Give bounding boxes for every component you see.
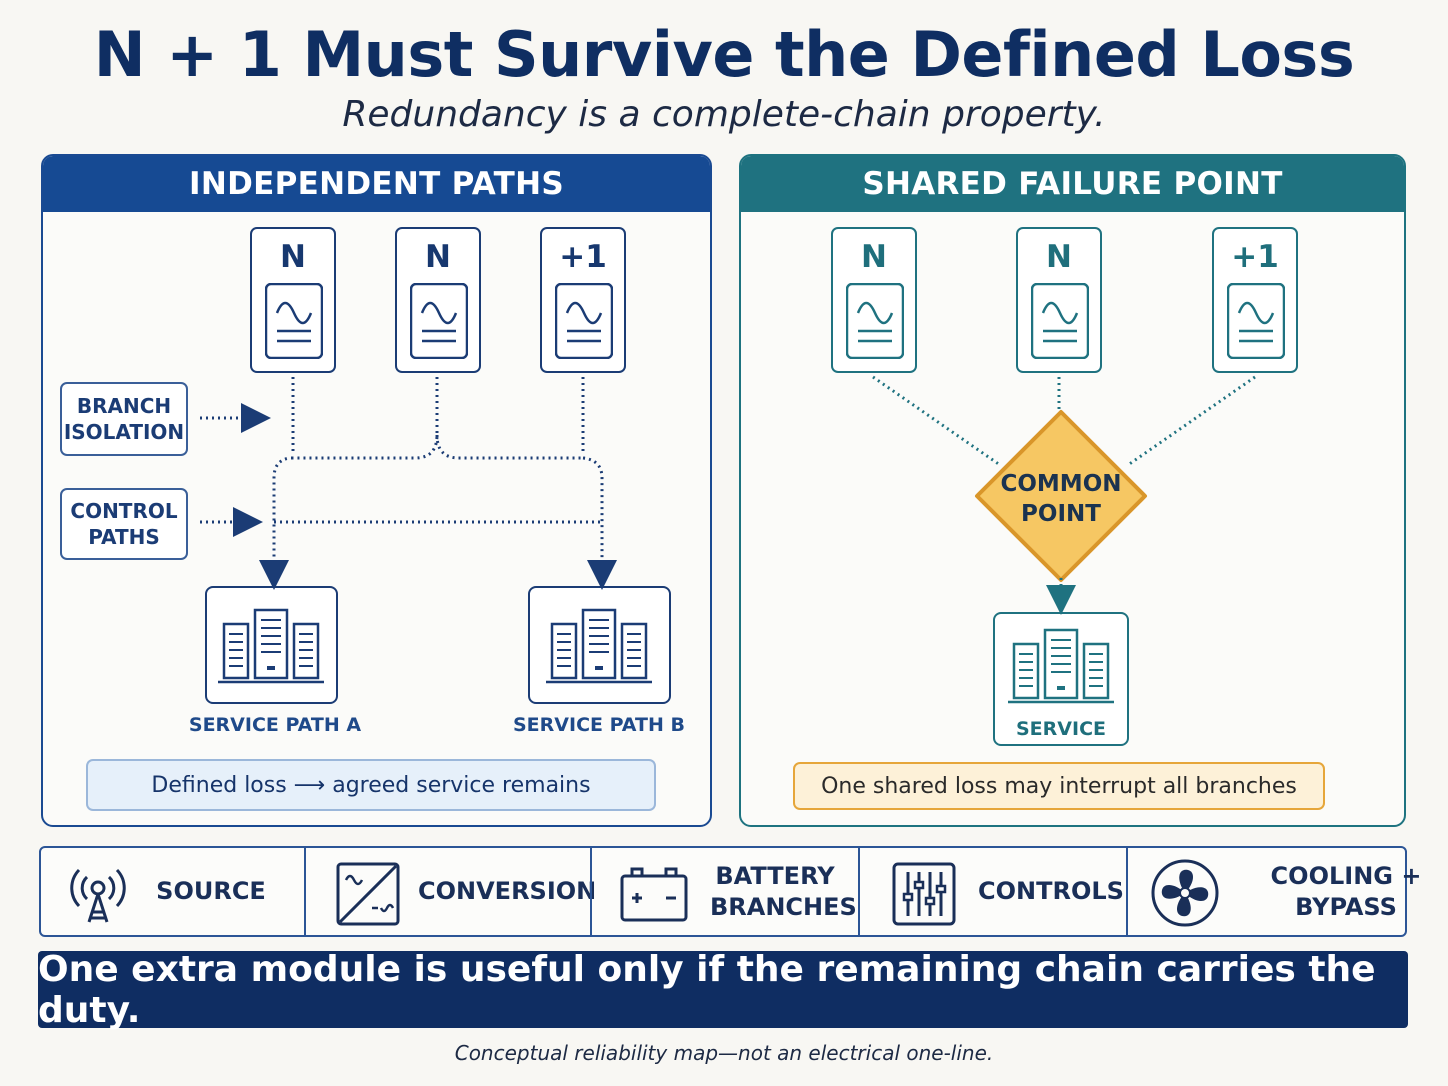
module-label: N — [861, 239, 887, 275]
chain-label: CONTROLS — [978, 877, 1124, 905]
module-label: +1 — [1231, 239, 1279, 275]
service-label: SERVICE — [1016, 718, 1106, 740]
power-module-icon — [1031, 283, 1089, 359]
divider — [304, 848, 306, 935]
divider — [858, 848, 860, 935]
chain-label: SOURCE — [156, 877, 266, 905]
chain-item-cooling: COOLING + BYPASS — [1128, 848, 1421, 935]
independent-paths-title: INDEPENDENT PATHS — [43, 156, 710, 212]
chain-item-conversion: CONVERSION — [306, 848, 597, 935]
branch-isolation-tag: BRANCH ISOLATION — [60, 382, 188, 456]
shared-failure-title: SHARED FAILURE POINT — [741, 156, 1404, 212]
power-module-icon — [410, 283, 468, 359]
divider — [1126, 848, 1128, 935]
summary-banner: One extra module is useful only if the r… — [38, 949, 1408, 1031]
common-point-label: COMMON POINT — [1000, 471, 1122, 527]
server-rack-icon — [546, 608, 652, 684]
module-plus-one: +1 — [1212, 227, 1298, 373]
service-path-b-label: SERVICE PATH B — [513, 714, 685, 736]
defined-loss-note: Defined loss ⟶ agreed service remains — [86, 759, 656, 811]
independent-paths-panel: INDEPENDENT PATHS N N +1 BRANCH ISOLATIO… — [41, 154, 712, 827]
page-subtitle: Redundancy is a complete-chain property. — [342, 94, 1106, 135]
antenna-tower-icon — [70, 868, 126, 923]
battery-icon — [620, 867, 688, 922]
chain-item-controls: CONTROLS — [860, 848, 1126, 935]
sliders-icon — [892, 862, 956, 926]
module-label: N — [1046, 239, 1072, 275]
module-plus-one: +1 — [540, 227, 626, 373]
power-module-icon — [265, 283, 323, 359]
module-label: N — [280, 239, 306, 275]
module-n-2: N — [1016, 227, 1102, 373]
power-module-icon — [1227, 283, 1285, 359]
module-n-1: N — [250, 227, 336, 373]
chain-label: CONVERSION — [418, 877, 597, 905]
chain-strip: SOURCE CONVERSION BATTERY BRANCHES — [39, 846, 1421, 937]
shared-loss-note: One shared loss may interrupt all branch… — [793, 762, 1325, 810]
control-paths-tag: CONTROL PATHS — [60, 488, 188, 560]
service-b-box — [528, 586, 671, 704]
module-label: N — [425, 239, 451, 275]
divider — [590, 848, 592, 935]
module-label: +1 — [559, 239, 607, 275]
power-module-icon — [555, 283, 613, 359]
module-n-1: N — [831, 227, 917, 373]
service-box: SERVICE — [993, 612, 1129, 746]
power-module-icon — [846, 283, 904, 359]
fan-icon — [1151, 859, 1219, 927]
chain-item-battery: BATTERY BRANCHES — [592, 848, 858, 935]
ac-dc-converter-icon — [336, 862, 400, 926]
server-rack-icon — [218, 608, 324, 684]
module-n-2: N — [395, 227, 481, 373]
service-path-a-label: SERVICE PATH A — [188, 714, 362, 736]
chain-label: COOLING + BYPASS — [1270, 861, 1422, 921]
chain-label: BATTERY BRANCHES — [710, 861, 857, 921]
connector-lines — [200, 375, 1256, 615]
server-rack-icon — [1008, 628, 1114, 704]
shared-failure-panel: SHARED FAILURE POINT N N +1 COMMON POINT — [739, 154, 1406, 827]
service-a-box — [205, 586, 338, 704]
page-title: N + 1 Must Survive the Defined Loss — [93, 18, 1355, 91]
footnote: Conceptual reliability map—not an electr… — [454, 1041, 994, 1065]
chain-item-source: SOURCE — [41, 848, 305, 935]
